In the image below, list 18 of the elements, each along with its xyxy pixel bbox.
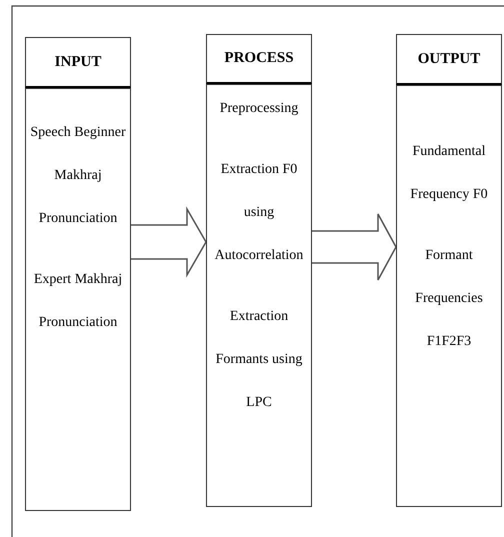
column-box: [396, 85, 502, 507]
column-box: [25, 88, 131, 511]
column-box: [206, 84, 312, 507]
header-box: [396, 34, 502, 85]
column-heading: INPUT: [54, 52, 102, 72]
column-text: Speech Beginner Makhraj Pronunciation: [29, 124, 127, 228]
header-box: [25, 37, 131, 88]
column-text: Expert Makhraj Pronunciation: [32, 271, 124, 332]
column-text: Extraction F0 using Autocorrelation: [214, 161, 304, 265]
header-box: [206, 34, 312, 84]
column-heading: PROCESS: [224, 49, 294, 68]
block-arrow: [130, 206, 207, 278]
column-heading: OUTPUT: [418, 50, 480, 69]
column-text: Preprocessing: [218, 100, 300, 118]
column-text: Extraction Formants using LPC: [214, 308, 304, 412]
block-arrow: [311, 213, 397, 281]
column-text: Formant Frequencies F1F2F3: [414, 247, 484, 351]
column-text: Fundamental Frequency F0: [409, 143, 489, 204]
